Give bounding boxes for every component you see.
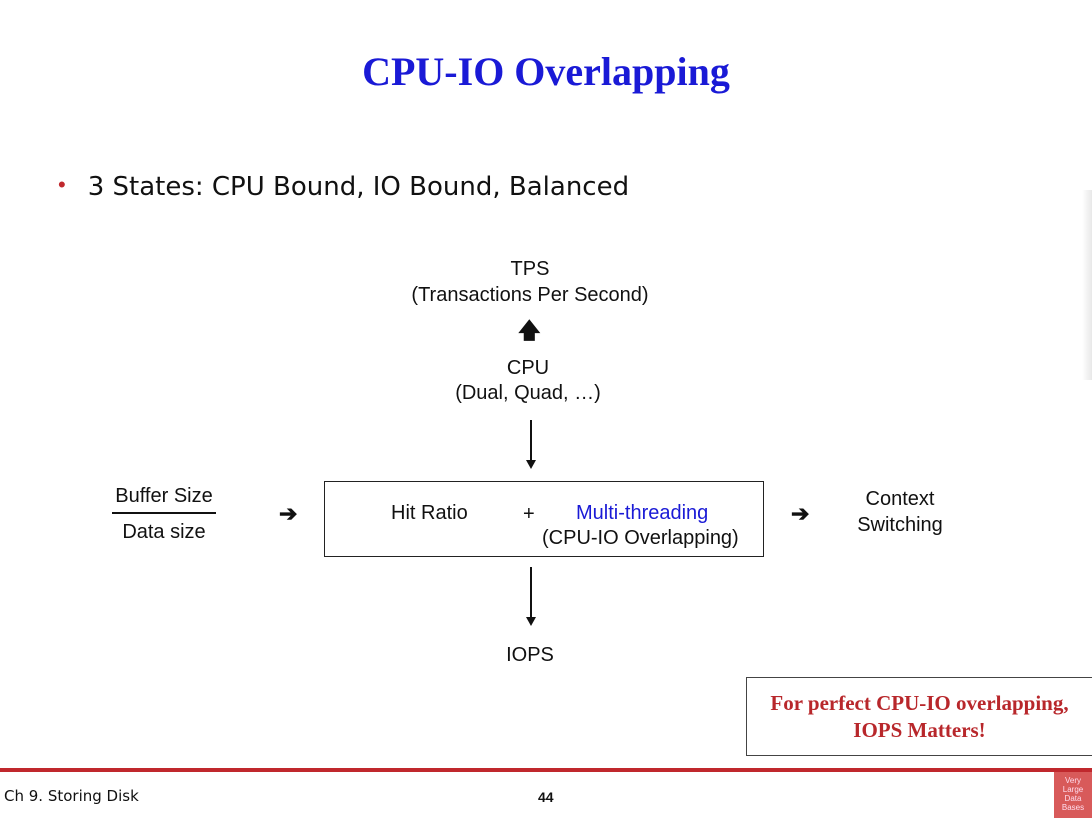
- cpu-connector-line: [530, 420, 532, 460]
- switching-label: Switching: [857, 514, 943, 536]
- plus-sign: +: [523, 503, 535, 525]
- slide-title: CPU-IO Overlapping: [362, 49, 730, 94]
- footer-divider: [0, 768, 1092, 772]
- right-arrow-icon: ➔: [279, 501, 298, 526]
- down-arrow-icon: [526, 460, 536, 469]
- bullet-text: 3 States: CPU Bound, IO Bound, Balanced: [87, 172, 630, 202]
- logo-line: Data: [1064, 794, 1082, 803]
- logo-line: Very: [1064, 776, 1081, 785]
- vldb-logo: Very Large Data Bases: [1054, 772, 1092, 818]
- up-arrow-icon: 🡅: [518, 318, 541, 343]
- edge-shadow: [1082, 190, 1092, 380]
- fraction-bar: [112, 512, 216, 514]
- page-number: 44: [538, 789, 554, 805]
- footer-chapter: Ch 9. Storing Disk: [4, 787, 139, 805]
- multithreading-sublabel: (CPU-IO Overlapping): [542, 527, 739, 549]
- cpu-sublabel: (Dual, Quad, …): [455, 382, 601, 404]
- data-size-label: Data size: [122, 521, 206, 543]
- callout-line-1: For perfect CPU-IO overlapping,: [770, 691, 1069, 715]
- down-arrow-icon: [526, 617, 536, 626]
- logo-line: Large: [1062, 785, 1084, 794]
- callout-box: For perfect CPU-IO overlapping, IOPS Mat…: [746, 677, 1092, 756]
- bullet-item: • 3 States: CPU Bound, IO Bound, Balanced: [58, 170, 629, 202]
- hit-ratio-box: [324, 481, 764, 557]
- callout-line-2: IOPS Matters!: [853, 718, 986, 742]
- right-arrow-icon: ➔: [791, 501, 810, 526]
- multithreading-label: Multi-threading: [576, 502, 709, 524]
- tps-label: TPS: [510, 258, 550, 280]
- iops-connector-line: [530, 567, 532, 617]
- cpu-label: CPU: [506, 357, 550, 379]
- logo-line: Bases: [1061, 803, 1085, 812]
- bullet-marker: •: [58, 172, 66, 197]
- hit-ratio-label: Hit Ratio: [391, 502, 468, 524]
- iops-label: IOPS: [506, 644, 554, 666]
- context-label: Context: [865, 488, 935, 510]
- buffer-size-label: Buffer Size: [115, 485, 213, 507]
- tps-sublabel: (Transactions Per Second): [411, 284, 649, 306]
